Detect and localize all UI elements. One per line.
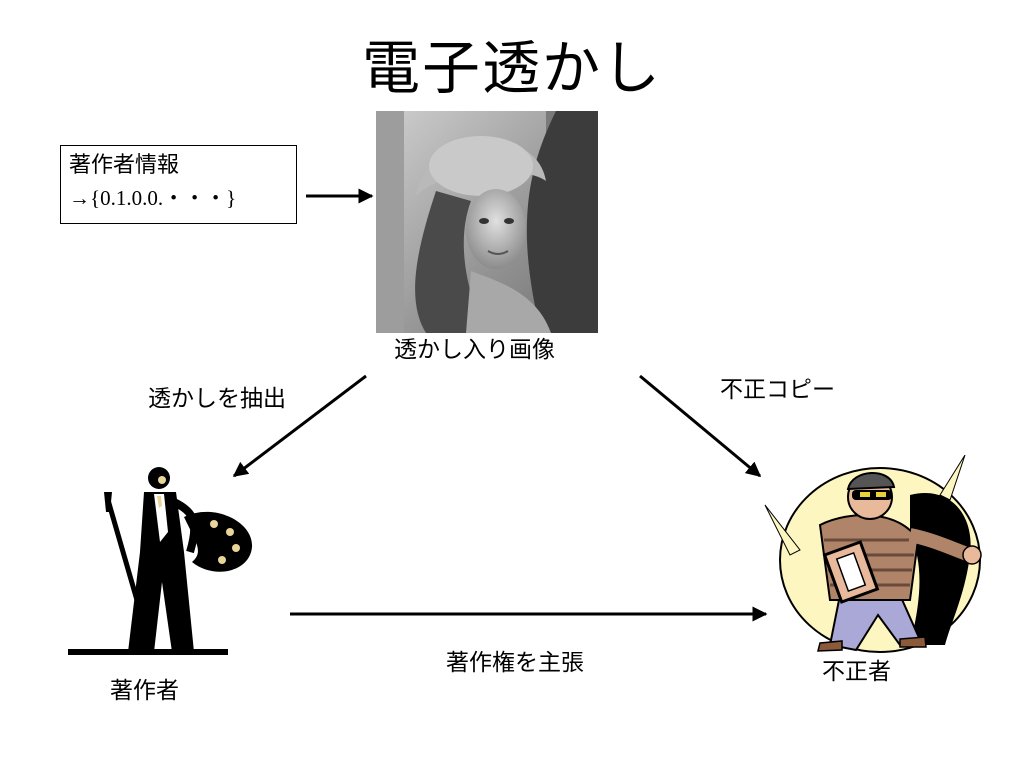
watermarked-photo [376,111,598,333]
page-title: 電子透かし [361,34,662,102]
watermarked-image-label: 透かし入り画像 [394,337,555,363]
author-info-bits: →{0.1.0.0.・・・} [69,186,237,210]
copy-arrow [639,374,762,478]
extract-arrow [232,374,367,478]
extract-label: 透かしを抽出 [148,386,286,412]
burglar-thief-icon [764,455,982,653]
painter-with-palette-icon [68,467,253,655]
infringer-label: 不正者 [822,659,891,685]
author-info-box: 著作者情報 →{0.1.0.0.・・・} [60,145,297,224]
illegal-copy-label: 不正コピー [720,377,835,403]
claim-copyright-label: 著作権を主張 [446,650,584,676]
author-info-label: 著作者情報 [69,153,180,178]
author-label: 著作者 [110,678,179,704]
